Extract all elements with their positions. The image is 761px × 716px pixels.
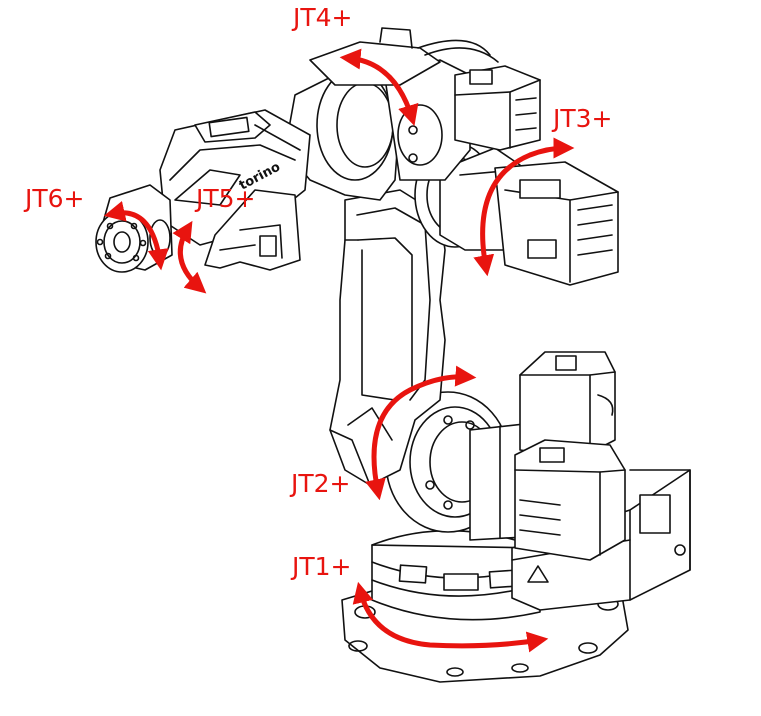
- jt2-label: JT2+: [291, 469, 351, 498]
- jt2-rotation-arrow: [365, 365, 477, 501]
- jt6-label: JT6+: [25, 184, 85, 213]
- jt6-rotation-arrow: [103, 200, 169, 271]
- jt1-rotation-arrow: [352, 581, 549, 653]
- jt3-rotation-arrow: [473, 137, 575, 277]
- jt5-label: JT5+: [196, 184, 256, 213]
- jt1-label: JT1+: [292, 552, 352, 581]
- jt4-rotation-arrow: [339, 48, 419, 127]
- jt2-motor: [514, 351, 626, 561]
- jt3-label: JT3+: [553, 104, 613, 133]
- wrist-housing: torino: [159, 109, 311, 271]
- jt4-label: JT4+: [293, 3, 353, 32]
- jt5-rotation-arrow: [172, 220, 207, 294]
